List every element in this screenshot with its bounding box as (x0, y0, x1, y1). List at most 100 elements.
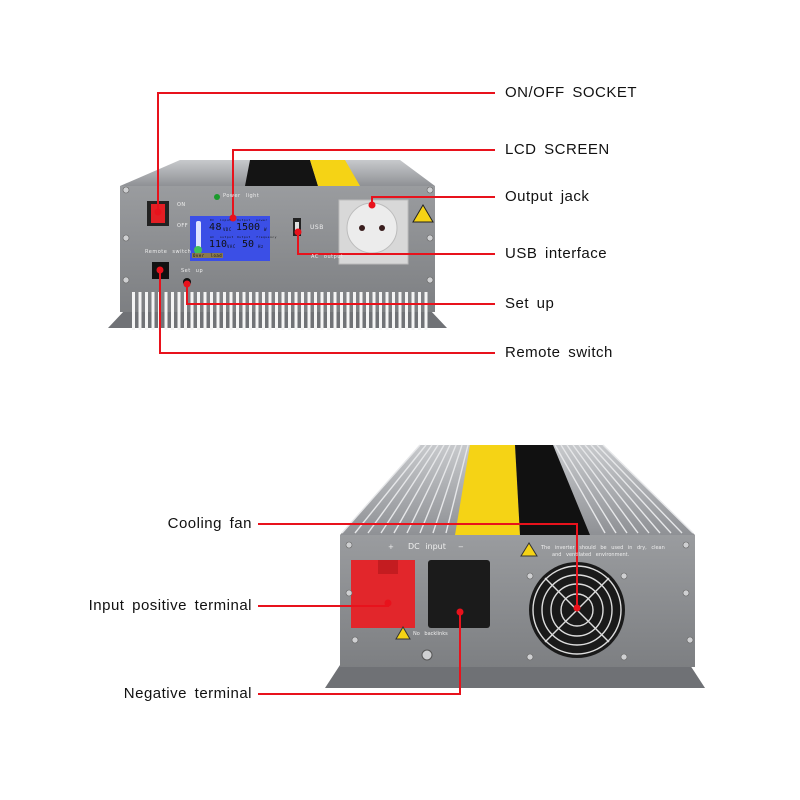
base-flange (325, 665, 705, 688)
frequency-unit: Hz (258, 244, 264, 249)
no-backlinks-label: No backlinks (413, 631, 448, 637)
screws (122, 186, 434, 284)
vent-slot (379, 292, 382, 330)
cooling-rib (393, 444, 445, 534)
frequency-value: 50 (242, 239, 255, 250)
vent-slot (249, 292, 252, 330)
status-label: Over load (192, 253, 224, 258)
vent-slot (210, 292, 213, 330)
output-power-unit: W (264, 227, 267, 232)
warning-text: The inverter should be used in dry, clea… (541, 545, 665, 551)
vent-slot (411, 292, 415, 330)
cooling-rib (341, 444, 421, 534)
vent-slot (372, 292, 376, 330)
cooling-rib (367, 444, 433, 534)
label-black (245, 160, 318, 186)
high-voltage-warning-icon (412, 204, 434, 223)
callout-on-off-socket: ON/OFF SOCKET (505, 84, 638, 101)
callout-dots (154, 201, 581, 616)
cooling-rib (554, 444, 606, 534)
vent-slot (275, 292, 278, 330)
vent-slot (288, 292, 291, 330)
cooling-rib (590, 444, 672, 534)
vent-slot (132, 292, 135, 330)
power-light-label: Power light (223, 193, 260, 199)
callout-line-usb (297, 232, 495, 255)
callout-lcd-screen: LCD SCREEN (505, 141, 610, 158)
warning-icon (395, 626, 411, 640)
vent-slot (242, 292, 246, 330)
vent-slot (216, 292, 220, 330)
power-light-icon (214, 194, 220, 200)
vent-slot (418, 292, 421, 330)
dc-input-label: DC input (210, 218, 232, 222)
vent-slot (197, 292, 200, 330)
warning-icon (520, 542, 538, 557)
callout-line-negative (258, 612, 461, 695)
vent-slot (164, 292, 168, 330)
cooling-rib (602, 444, 694, 534)
vent-slot (184, 292, 187, 330)
cooling-rib (380, 444, 439, 534)
cooling-rib (584, 444, 661, 534)
callout-remote-switch: Remote switch (505, 344, 613, 361)
cooling-rib (406, 444, 451, 534)
ac-output-label: AC output (210, 235, 234, 239)
vent-slot (307, 292, 311, 330)
remote-switch-label: Remote switch (145, 249, 192, 255)
vent-slot (268, 292, 272, 330)
callout-usb-interface: USB interface (505, 245, 608, 262)
callout-input-positive-terminal: Input positive terminal (88, 597, 252, 614)
vent-slot (229, 292, 233, 330)
output-power-value: 1500 (236, 222, 261, 233)
cooling-rib (445, 444, 469, 534)
inverter-rear-view (325, 444, 705, 688)
vent-slot (353, 292, 356, 330)
callout-cooling-fan: Cooling fan (167, 515, 252, 532)
ground-screw-icon (421, 649, 433, 661)
vent-slot (340, 292, 343, 330)
vent-slot (359, 292, 363, 330)
callout-line-setup (186, 284, 495, 305)
vent-slot (346, 292, 350, 330)
vent-slot (392, 292, 395, 330)
dc-input-value: 48 (209, 222, 223, 233)
callout-set-up: Set up (505, 295, 555, 312)
warning-text-2: and ventilated environment. (552, 552, 630, 558)
vent-slot (145, 292, 148, 330)
callout-line-fan (258, 523, 578, 608)
thermometer-icon (196, 221, 201, 249)
callout-line-remote (159, 270, 495, 354)
ac-output-value: 110 (209, 239, 228, 250)
off-label: OFF (177, 223, 189, 229)
callout-line-on-off (157, 92, 495, 212)
vent-slot (385, 292, 389, 330)
on-label: ON (177, 202, 186, 208)
label-yellow (455, 445, 520, 535)
vent-slot (281, 292, 285, 330)
vent-slot (398, 292, 402, 330)
vent-slot (262, 292, 265, 330)
vent-slot (320, 292, 324, 330)
usb-label: USB (310, 224, 324, 231)
callout-negative-terminal: Negative terminal (123, 685, 252, 702)
callout-line-lcd (232, 149, 495, 218)
vent-slot (424, 292, 428, 330)
cooling-rib (560, 444, 617, 534)
label-yellow (310, 160, 360, 186)
dc-input-label: DC input (408, 542, 446, 551)
vent-slot (255, 292, 259, 330)
vent-slot (405, 292, 408, 330)
vent-slot (236, 292, 239, 330)
vent-slot (223, 292, 226, 330)
vent-slot (301, 292, 304, 330)
vent-slot (138, 292, 142, 330)
vent-slot (190, 292, 194, 330)
plus-label: + (388, 543, 395, 551)
vent-slot (151, 292, 155, 330)
negative-terminal[interactable] (428, 560, 490, 628)
dc-input-unit: VDC (223, 227, 232, 232)
vent-slot (177, 292, 181, 330)
set-up-label: Set up (181, 268, 204, 274)
